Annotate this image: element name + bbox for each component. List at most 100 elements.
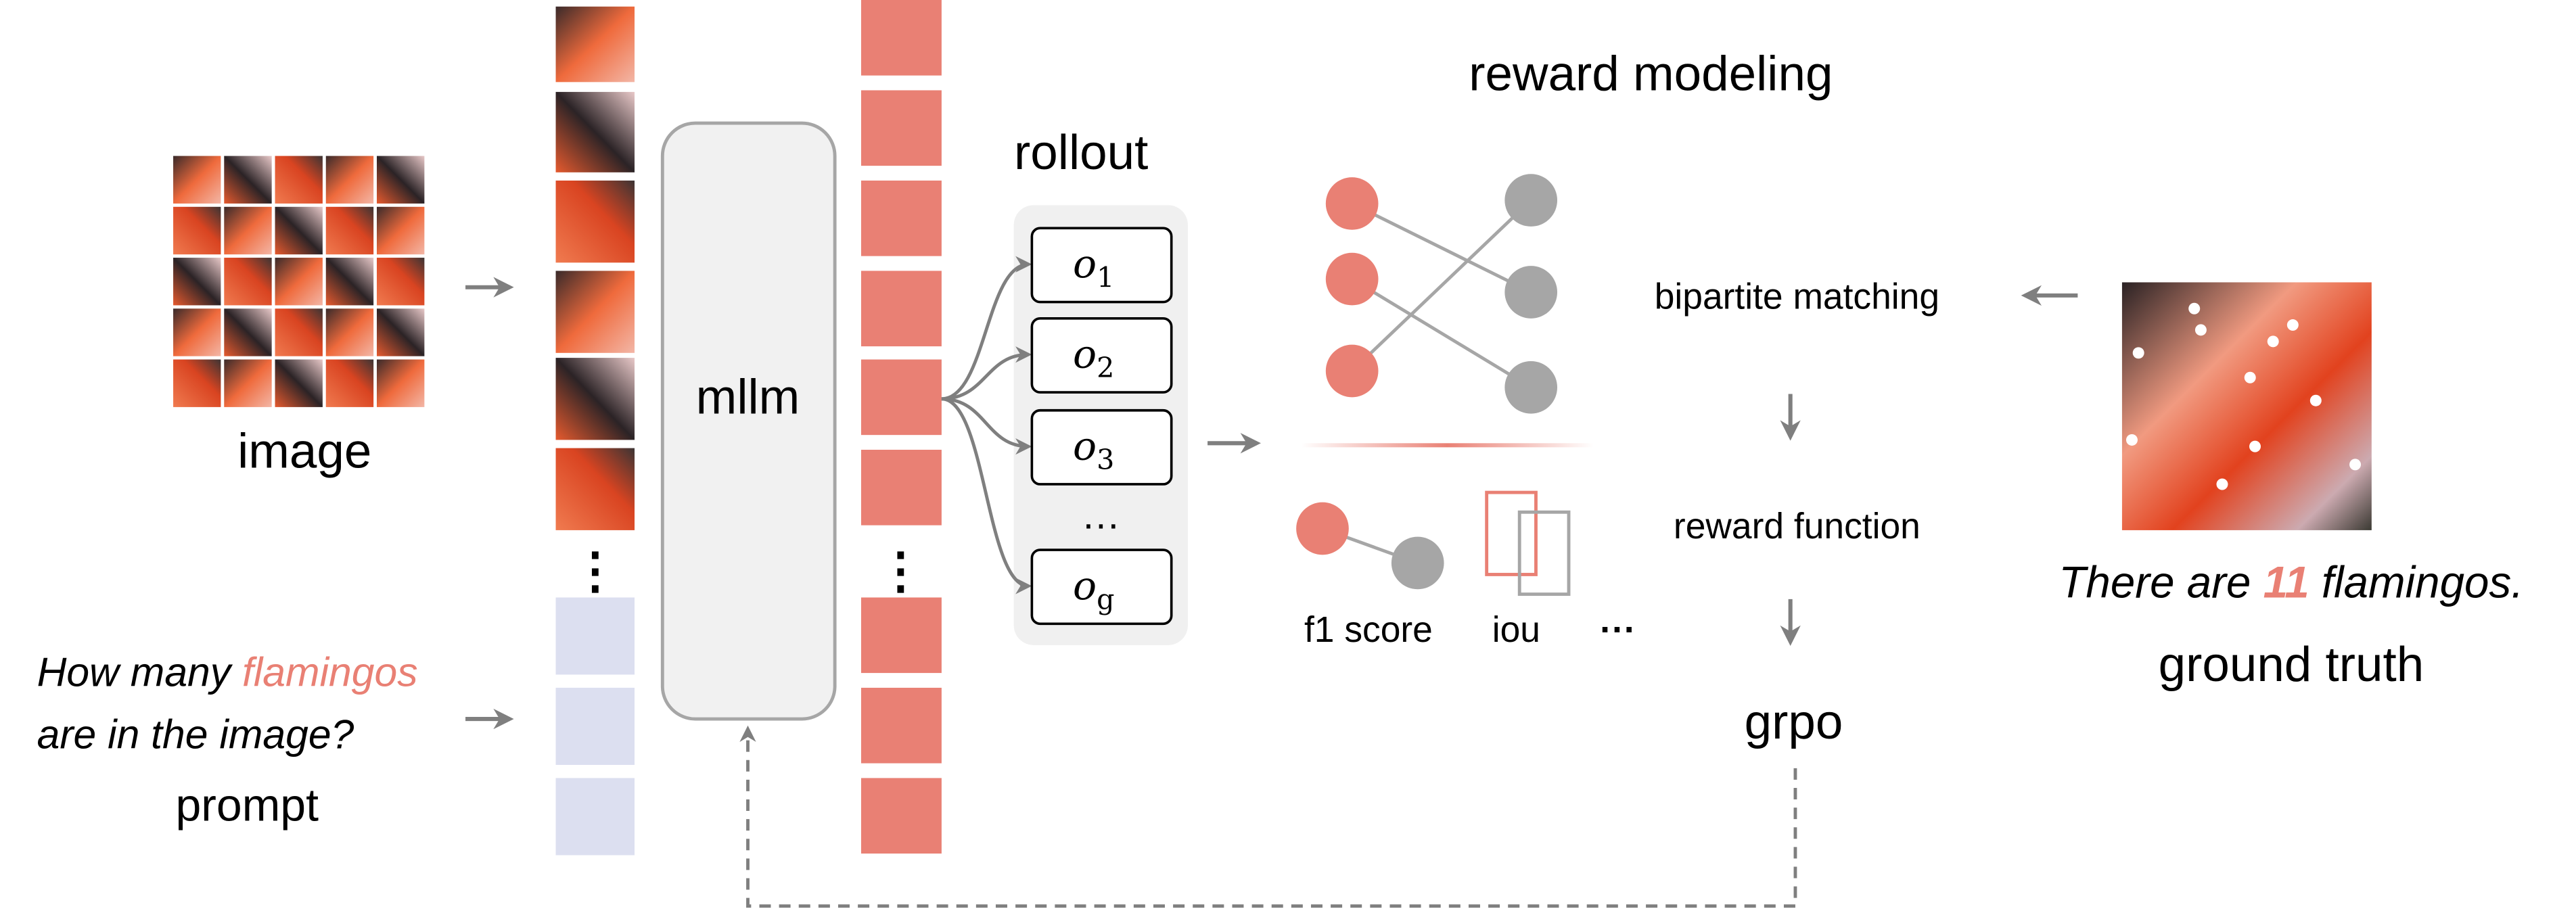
- output-token-column: [860, 0, 942, 854]
- prediction-node: [1325, 252, 1379, 306]
- input-token-column: [555, 6, 635, 856]
- image-patch: [325, 258, 374, 306]
- visual-token: [555, 6, 635, 83]
- image-patch: [275, 258, 323, 306]
- output-token: [860, 180, 942, 256]
- visual-token: [555, 358, 635, 440]
- reward-function-label: reward function: [1674, 507, 1920, 546]
- image-patch: [224, 308, 272, 356]
- image-patch: [377, 359, 425, 407]
- prediction-node: [1325, 344, 1379, 398]
- rollout-output-label: o2: [1073, 331, 1114, 385]
- more-metrics-ellipsis: ···: [1600, 610, 1636, 650]
- output-token: [860, 597, 942, 674]
- image-patch: [224, 258, 272, 306]
- image-patch: [275, 206, 323, 255]
- output-token: [860, 687, 942, 764]
- image-patch: [325, 359, 374, 407]
- reward-modeling-title: reward modeling: [1469, 46, 1833, 101]
- image-patch: [224, 359, 272, 407]
- visual-token: [555, 271, 635, 353]
- output-token: [860, 90, 942, 166]
- image-patch: [275, 359, 323, 407]
- image-patch: [325, 206, 374, 255]
- output-token: [860, 359, 942, 436]
- image-patch: [275, 156, 323, 204]
- bipartite-graph-icon: [1325, 174, 1558, 414]
- image-patch: [275, 308, 323, 356]
- point-annotation: [2267, 335, 2279, 348]
- image-patch: [377, 308, 425, 356]
- output-token: [860, 271, 942, 347]
- point-annotation: [2125, 434, 2138, 446]
- ground-truth-label: ground truth: [2159, 637, 2424, 692]
- output-token: [860, 450, 942, 525]
- output-token: [860, 778, 942, 854]
- text-token: [555, 687, 635, 765]
- ground-truth-node: [1504, 266, 1558, 319]
- point-annotation: [2188, 302, 2201, 314]
- point-annotation: [2132, 347, 2144, 359]
- prompt-question-line1: How many flamingos: [37, 649, 418, 695]
- rollout-arrow: [941, 346, 1032, 401]
- rollout-output-label: og: [1073, 563, 1114, 616]
- prediction-node: [1325, 177, 1379, 230]
- rollout-title: rollout: [1014, 125, 1148, 180]
- rollout-ellipsis: …: [1081, 494, 1120, 538]
- rollout-arrow: [941, 397, 1032, 594]
- rollout-outputs: o1 o2 o3 og: [941, 227, 1173, 626]
- rollout-output-box: [1030, 317, 1173, 394]
- image-patch: [325, 156, 374, 204]
- rollout-arrow: [941, 397, 1032, 455]
- image-patch: [224, 156, 272, 204]
- point-annotation: [2286, 319, 2299, 331]
- image-patch: [173, 308, 221, 356]
- point-annotation: [2349, 459, 2362, 471]
- vertical-dots-icon: ⋮: [876, 544, 925, 599]
- rollout-output-box: [1030, 408, 1173, 486]
- mllm-block: [660, 121, 837, 721]
- point-annotation: [2244, 371, 2256, 383]
- iou-label: iou: [1492, 610, 1540, 650]
- ground-truth-image: [2121, 282, 2372, 530]
- image-patch: [224, 206, 272, 255]
- ground-truth-node: [1504, 360, 1558, 414]
- point-annotation: [2249, 440, 2261, 452]
- feedback-dashed-arrow: [739, 725, 1797, 908]
- image-patch: [173, 258, 221, 306]
- vertical-dots-icon: ⋮: [570, 544, 620, 599]
- text-token: [555, 597, 635, 675]
- input-image-grid: [173, 156, 425, 407]
- image-patch: [173, 206, 221, 255]
- image-patch: [173, 359, 221, 407]
- rollout-output-label: o1: [1073, 241, 1114, 294]
- ground-truth-caption: There are 11 flamingos.: [2058, 557, 2523, 607]
- output-token: [860, 0, 942, 76]
- image-patch: [173, 156, 221, 204]
- f1-score-label: f1 score: [1304, 610, 1433, 650]
- f1-score-icon: [1296, 502, 1444, 590]
- point-annotation: [2194, 324, 2207, 336]
- visual-token: [555, 448, 635, 530]
- iou-boxes-icon: [1485, 490, 1571, 597]
- mllm-label: mllm: [696, 370, 800, 425]
- point-annotation: [2309, 394, 2322, 406]
- image-label: image: [237, 424, 371, 479]
- rollout-output-box: [1030, 548, 1173, 626]
- rollout-output-box: [1030, 227, 1173, 304]
- image-patch: [377, 258, 425, 306]
- prompt-question-line2: are in the image?: [37, 711, 354, 757]
- bipartite-matching-label: bipartite matching: [1655, 277, 1939, 317]
- image-patch: [325, 308, 374, 356]
- separator-line: [1301, 443, 1594, 448]
- grpo-label: grpo: [1745, 695, 1843, 749]
- visual-token: [555, 180, 635, 263]
- text-token: [555, 778, 635, 856]
- ground-truth-node: [1504, 174, 1558, 227]
- point-annotation: [2216, 478, 2228, 490]
- image-patch: [377, 206, 425, 255]
- rollout-arrow: [941, 256, 1032, 401]
- rollout-output-label: o3: [1073, 423, 1114, 477]
- visual-token: [555, 91, 635, 172]
